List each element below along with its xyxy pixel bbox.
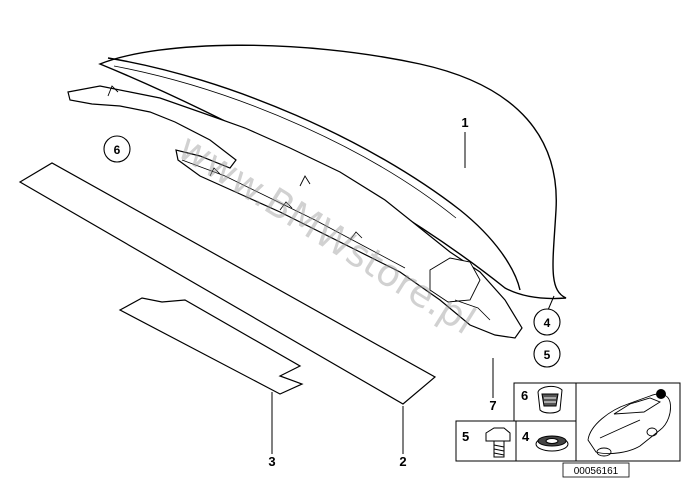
- callout-6-circle: 6: [103, 135, 131, 163]
- inset-label-5: 5: [462, 429, 469, 444]
- callout-3: 3: [268, 454, 275, 469]
- grommet-clip-part-6: [537, 385, 563, 414]
- callout-4: 4: [544, 316, 551, 330]
- diagram-number: 00056161: [574, 466, 619, 477]
- spoiler-frame: [67, 85, 523, 339]
- callout-6: 6: [114, 143, 121, 157]
- seal-strip-part-3: [118, 297, 304, 395]
- bolt-part-5: [485, 427, 511, 458]
- inset-label-6: 6: [521, 388, 528, 403]
- callout-1: 1: [461, 115, 468, 130]
- location-marker-icon: [656, 389, 666, 399]
- inset-small-parts: 6 5 4: [455, 382, 577, 462]
- seal-strip-part-2: [18, 162, 437, 405]
- callout-5: 5: [544, 348, 551, 362]
- car-location-inset: 00056161: [562, 382, 681, 478]
- leader-lines: [271, 132, 555, 454]
- inset-label-4: 4: [522, 429, 530, 444]
- callout-2: 2: [399, 454, 406, 469]
- callout-4-circle: 4: [533, 308, 561, 336]
- rubber-grommet-part-4: [535, 435, 569, 452]
- callout-5-circle: 5: [533, 340, 561, 368]
- car-icon: [587, 393, 671, 457]
- callout-7: 7: [489, 398, 496, 413]
